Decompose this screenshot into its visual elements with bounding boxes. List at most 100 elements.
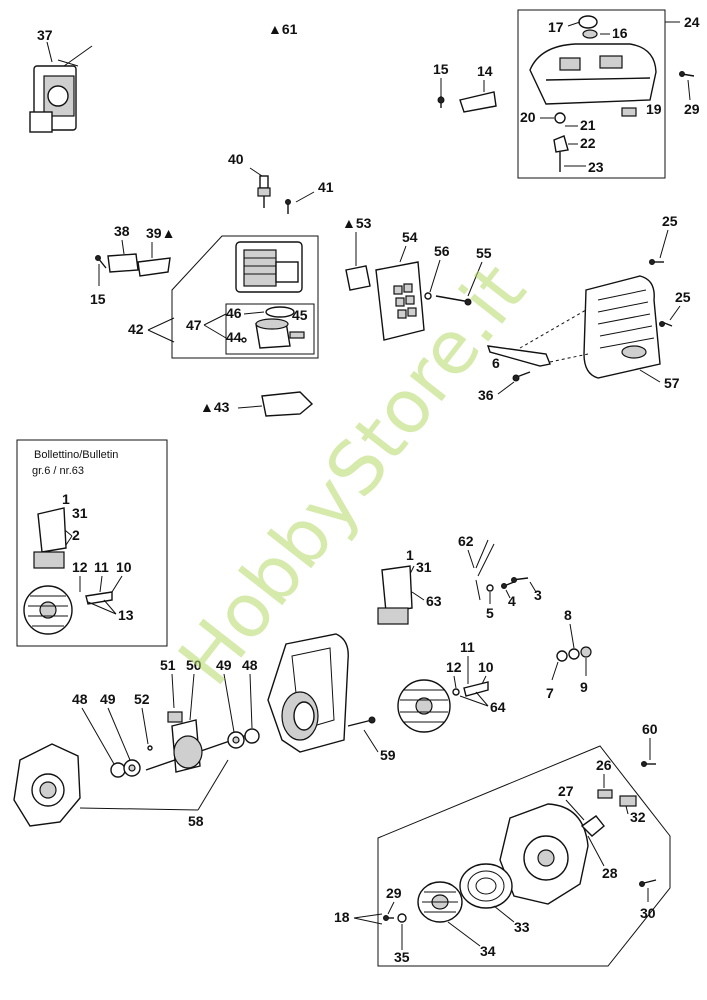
carburetor-part xyxy=(29,45,93,133)
wire-62-part xyxy=(475,539,495,601)
label-26: 26 xyxy=(596,757,612,773)
screw-3-part xyxy=(511,577,529,583)
label-42: 42 xyxy=(128,321,144,337)
tank-grommet-part xyxy=(554,112,566,124)
label-43: ▲43 xyxy=(200,399,230,415)
label-61: ▲61 xyxy=(268,21,298,37)
bracket-part xyxy=(459,91,497,113)
bulletin-label-13: 13 xyxy=(118,607,134,623)
washer-5-part xyxy=(486,584,494,592)
bulletin-label-1: 1 xyxy=(62,491,70,507)
circlip-part xyxy=(241,337,247,343)
label-15-mid: 15 xyxy=(90,291,106,307)
screw-60-part xyxy=(641,761,656,767)
label-41: 41 xyxy=(318,179,334,195)
cylinder-group-box xyxy=(171,235,319,359)
label-45: 45 xyxy=(292,307,308,323)
piston-pin-part xyxy=(289,331,305,339)
piston-ring-part xyxy=(265,306,295,318)
screw-59-part xyxy=(347,716,376,727)
label-32: 32 xyxy=(630,809,646,825)
starter-group-box xyxy=(377,745,671,967)
piston-part xyxy=(255,318,291,349)
washer-12-part xyxy=(452,688,460,696)
nut-9-part xyxy=(580,646,592,658)
label-25-bottom: 25 xyxy=(675,289,691,305)
label-40: 40 xyxy=(228,151,244,167)
muffler-part xyxy=(375,261,425,341)
label-39: 39▲ xyxy=(146,225,175,241)
label-63: 63 xyxy=(426,593,442,609)
piston-subgroup-box xyxy=(225,303,315,355)
bulletin-line2: gr.6 / nr.63 xyxy=(32,465,84,477)
label-16: 16 xyxy=(612,25,628,41)
label-62: 62 xyxy=(458,533,474,549)
label-31: 31 xyxy=(416,559,432,575)
label-10: 10 xyxy=(478,659,494,675)
label-48-right: 48 xyxy=(242,657,258,673)
label-53: ▲53 xyxy=(342,215,372,231)
label-37: 37 xyxy=(37,27,53,43)
starter-clip-32-part xyxy=(619,795,637,807)
label-59: 59 xyxy=(380,747,396,763)
bulletin-label-12: 12 xyxy=(72,559,88,575)
bulletin-key-part xyxy=(85,591,113,605)
label-19: 19 xyxy=(646,101,662,117)
label-49-right: 49 xyxy=(216,657,232,673)
bolt-55-part xyxy=(435,295,472,306)
label-23: 23 xyxy=(588,159,604,175)
label-48-left: 48 xyxy=(72,691,88,707)
label-17: 17 xyxy=(548,19,564,35)
label-30: 30 xyxy=(640,905,656,921)
label-22: 22 xyxy=(580,135,596,151)
label-6: 6 xyxy=(492,355,500,371)
label-46: 46 xyxy=(226,305,242,321)
label-18: 18 xyxy=(334,909,350,925)
starter-26-part xyxy=(597,789,613,799)
label-35: 35 xyxy=(394,949,410,965)
label-64: 64 xyxy=(490,699,506,715)
washer-35-part xyxy=(397,913,407,923)
bulletin-flywheel xyxy=(23,585,73,635)
label-5: 5 xyxy=(486,605,494,621)
label-1: 1 xyxy=(406,547,414,563)
label-11: 11 xyxy=(460,639,475,655)
label-14: 14 xyxy=(477,63,493,79)
screw-36-part xyxy=(512,371,531,382)
label-60: 60 xyxy=(642,721,658,737)
screw-25-top xyxy=(649,259,664,265)
label-20: 20 xyxy=(520,109,536,125)
nut-10-part xyxy=(463,681,489,697)
label-3: 3 xyxy=(534,587,542,603)
label-15-top: 15 xyxy=(433,61,449,77)
crankcase-front-part xyxy=(13,743,81,827)
starter-housing-part xyxy=(499,803,589,905)
recoil-spring-part xyxy=(459,863,513,909)
label-52: 52 xyxy=(134,691,150,707)
muffler-gasket-part xyxy=(345,265,371,291)
gasket-43-part xyxy=(261,391,314,417)
label-57: 57 xyxy=(664,375,680,391)
gasket-39-part xyxy=(137,257,171,277)
starter-pulley-part xyxy=(417,881,463,923)
muffler-cover-part xyxy=(583,275,661,379)
label-38: 38 xyxy=(114,223,130,239)
watermark-text: HobbyStore.it xyxy=(162,248,542,701)
washer-56-part xyxy=(424,292,432,300)
screw-29-top xyxy=(679,71,695,77)
label-49-left: 49 xyxy=(100,691,116,707)
seal-48-right-part xyxy=(244,728,260,744)
washer-8-part xyxy=(568,648,580,660)
bulletin-label-10: 10 xyxy=(116,559,132,575)
crankshaft-part xyxy=(145,719,251,773)
tank-clip-part xyxy=(621,107,637,117)
bulletin-ignition-coil xyxy=(33,507,67,569)
label-33: 33 xyxy=(514,919,530,935)
seal-48-left-part xyxy=(110,762,126,778)
label-25-top: 25 xyxy=(662,213,678,229)
screw-25-bottom xyxy=(659,321,673,327)
label-4: 4 xyxy=(508,593,516,609)
crankcase-rear-part xyxy=(267,633,349,753)
label-29-bottom: 29 xyxy=(386,885,402,901)
screw-15-top xyxy=(437,96,445,108)
